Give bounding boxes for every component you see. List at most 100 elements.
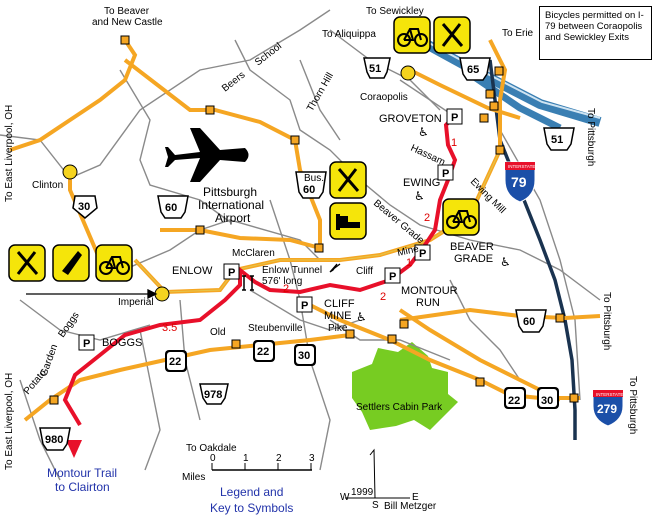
- parking-label: P: [389, 271, 396, 283]
- wheelchair-icon: ♿: [418, 125, 429, 139]
- local-roads: [0, 9, 601, 481]
- to-east-liverpool-label: To East Liverpool, OH: [4, 105, 15, 202]
- service-icons: [8, 16, 480, 282]
- pike-label: Pike: [328, 323, 348, 334]
- parking-montour-run: [384, 267, 401, 284]
- to-clairton-label: to Clairton: [55, 480, 110, 494]
- steubenville-label: Steubenville: [248, 323, 303, 334]
- pa51-right-shield: [543, 127, 575, 151]
- us22-label: 22: [169, 356, 181, 368]
- parking-label: P: [228, 267, 235, 279]
- wheelchair-icon: ♿: [356, 310, 367, 324]
- pa978-label: 978: [204, 389, 222, 401]
- parking-cliff-mine: [296, 296, 313, 313]
- accessible-icons: ♿ ♿ ♿ ♿: [356, 125, 511, 324]
- scale-tick-label: 3: [309, 453, 315, 464]
- parking-label: P: [419, 248, 426, 260]
- pa60-bus-label: 60: [303, 184, 315, 196]
- junction-markers: [49, 35, 579, 405]
- compass-east: E: [412, 492, 419, 503]
- settlers-cabin-park-label: Settlers Cabin Park: [356, 402, 443, 413]
- enlow-tunnel-icon: [242, 275, 254, 291]
- us30-label: 30: [541, 395, 553, 407]
- parking-enlow: [223, 263, 240, 280]
- pa65-shield: [459, 57, 491, 81]
- new-castle-label: and New Castle: [92, 17, 163, 28]
- to-beaver-label: To Beaver: [104, 6, 150, 17]
- hassam-road-label: Hassam: [409, 143, 447, 168]
- airport-label: Pittsburgh: [203, 185, 257, 199]
- parking-label: P: [83, 338, 90, 350]
- pa60-bus-shield: [295, 171, 327, 199]
- imperial-label: Imperial: [118, 297, 154, 308]
- parking-label: P: [442, 168, 449, 180]
- i79-highway: [488, 59, 577, 440]
- thorn-hill-road-label: Thorn Hill: [305, 71, 336, 114]
- mcclaren-label: McClaren: [232, 248, 275, 259]
- pa60-bus-label: Bus.: [304, 173, 324, 184]
- us22-label: 22: [257, 346, 269, 358]
- clinton-label: Clinton: [32, 180, 63, 191]
- to-east-liverpool-label: To East Liverpool, OH: [4, 373, 15, 470]
- trailhead-parking: P P P P P P P: [78, 108, 463, 351]
- to-pittsburgh-label: To Pittsburgh: [601, 292, 612, 350]
- airport-label: Airport: [215, 211, 251, 225]
- pa51-shield: [363, 57, 391, 79]
- i79-label: 79: [511, 174, 527, 190]
- pa60-label: 60: [523, 316, 535, 328]
- map-author: Bill Metzger: [384, 501, 437, 512]
- i279-shield: [592, 389, 624, 427]
- legend-label: Legend and: [220, 485, 283, 499]
- compass-south: S: [372, 500, 379, 511]
- distance-label: 2: [424, 212, 430, 224]
- wheelchair-icon: ♿: [414, 189, 425, 203]
- miles-label: Miles: [182, 472, 205, 483]
- pa980-label: 980: [45, 434, 63, 446]
- us30-label: 30: [298, 350, 310, 362]
- airport-label: International: [198, 198, 264, 212]
- scale-tick-label: 0: [210, 453, 216, 464]
- beaver-grade-label: GRADE: [454, 253, 493, 265]
- pa978-shield: [199, 383, 229, 405]
- to-oakdale-label: To Oakdale: [186, 443, 237, 454]
- town-circles: [62, 65, 416, 302]
- mine-road-label: Mine: [396, 244, 420, 259]
- cliff-road-label: Cliff: [356, 266, 373, 277]
- cliff-mine-label: MINE: [324, 310, 352, 322]
- scale-tick-label: 2: [276, 453, 282, 464]
- scale-bar: Miles 0 1 2 3: [182, 453, 315, 483]
- distance-label: 1: [451, 137, 457, 149]
- route-shields: 51 65 51 30 60 Bus. 60 60 22 22 30 978 2…: [39, 57, 624, 451]
- parking-label: P: [451, 112, 458, 124]
- us30-label: 30: [78, 201, 90, 213]
- parking-groveton: [446, 108, 463, 125]
- parking-boggs: [78, 334, 95, 351]
- potato-road-label: Potato: [22, 367, 49, 397]
- coraopolis-label: Coraopolis: [360, 92, 408, 103]
- distance-label: 3.5: [162, 322, 177, 334]
- distance-label: 2: [380, 291, 386, 303]
- wheelchair-icon: ♿: [500, 255, 511, 269]
- bicycle-note: Bicycles permitted on I-79 between Corao…: [539, 6, 652, 60]
- i79-shield: [504, 161, 536, 203]
- boggs-road-label: Boggs: [56, 310, 81, 340]
- to-sewickley-label: To Sewickley: [366, 6, 424, 17]
- i279-label: 279: [597, 402, 617, 416]
- scale-tick-label: 1: [243, 453, 249, 464]
- groveton-label: GROVETON: [379, 113, 442, 125]
- distance-label: 2: [283, 283, 289, 295]
- interstate-label: INTERSTATE: [596, 392, 623, 397]
- to-pittsburgh-label: To Pittsburgh: [585, 108, 596, 166]
- to-aliquippa-label: To Aliquippa: [322, 29, 376, 40]
- enlow-tunnel-length: 576' long: [262, 276, 302, 287]
- enlow-tunnel-label: Enlow Tunnel: [262, 265, 322, 276]
- distance-label: 1: [406, 257, 412, 269]
- legend-label: Key to Symbols: [210, 501, 293, 515]
- compass: W E S 1999 Bill Metzger: [340, 448, 437, 512]
- airport-icon: [165, 128, 249, 182]
- ewing-label: EWING: [403, 177, 440, 189]
- montour-run-label: MONTOUR: [401, 285, 458, 297]
- pa65-label: 65: [467, 64, 479, 76]
